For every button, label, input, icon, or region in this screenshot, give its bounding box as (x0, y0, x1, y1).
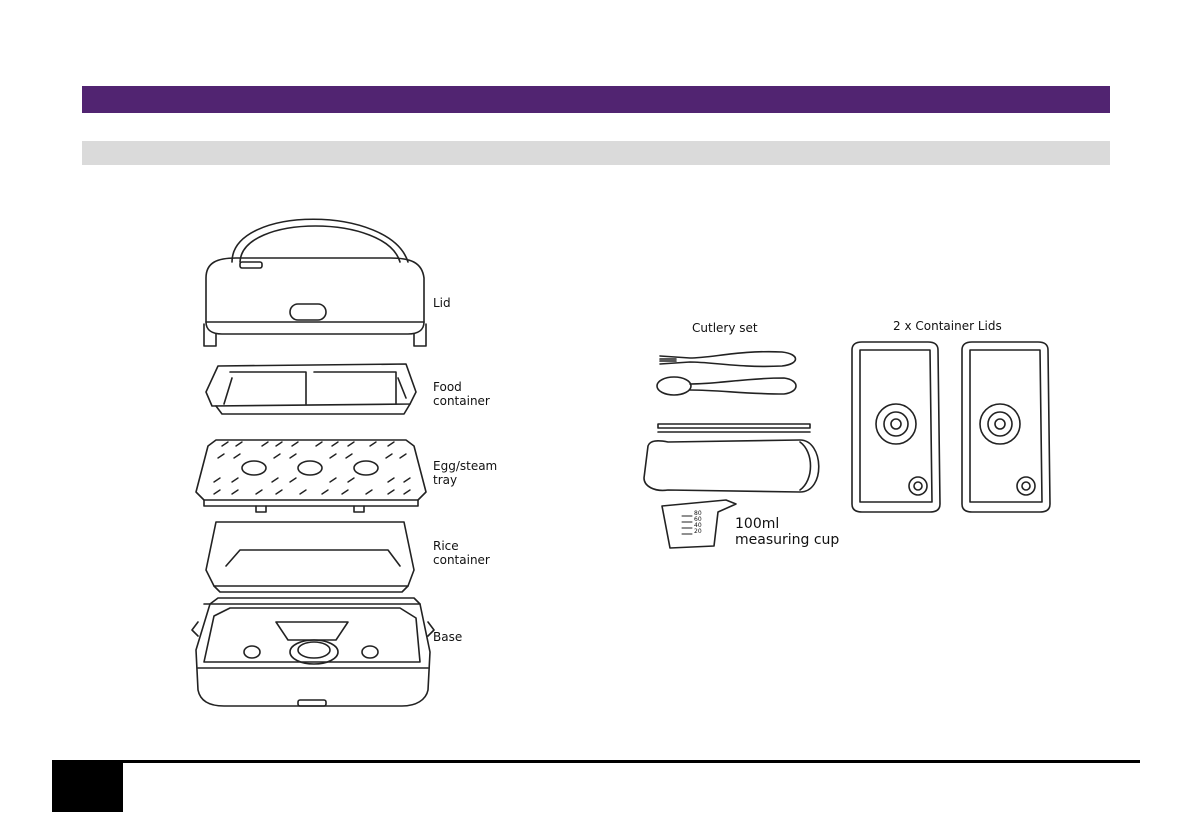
cutlery-illustration (644, 352, 819, 492)
footer-rule (52, 760, 1140, 763)
cutlery-set-label: Cutlery set (692, 321, 758, 335)
cup-marking-20: 20 (694, 529, 702, 535)
egg-tray-illustration (196, 440, 426, 512)
container-lids-label: 2 x Container Lids (893, 319, 1002, 333)
base-illustration (192, 598, 434, 706)
food-container-label: Food container (433, 380, 490, 408)
food-container-illustration (206, 364, 416, 414)
container-lid-illustration-1 (852, 342, 940, 512)
egg-steam-tray-label: Egg/steam tray (433, 459, 497, 487)
page-number-tab (52, 760, 123, 812)
measuring-cup-label: 100ml measuring cup (735, 516, 839, 548)
lid-label: Lid (433, 296, 451, 310)
rice-container-illustration (206, 522, 414, 592)
lid-illustration (204, 219, 426, 346)
container-lid-illustration-2 (962, 342, 1050, 512)
base-label: Base (433, 630, 462, 644)
rice-container-label: Rice container (433, 539, 490, 567)
